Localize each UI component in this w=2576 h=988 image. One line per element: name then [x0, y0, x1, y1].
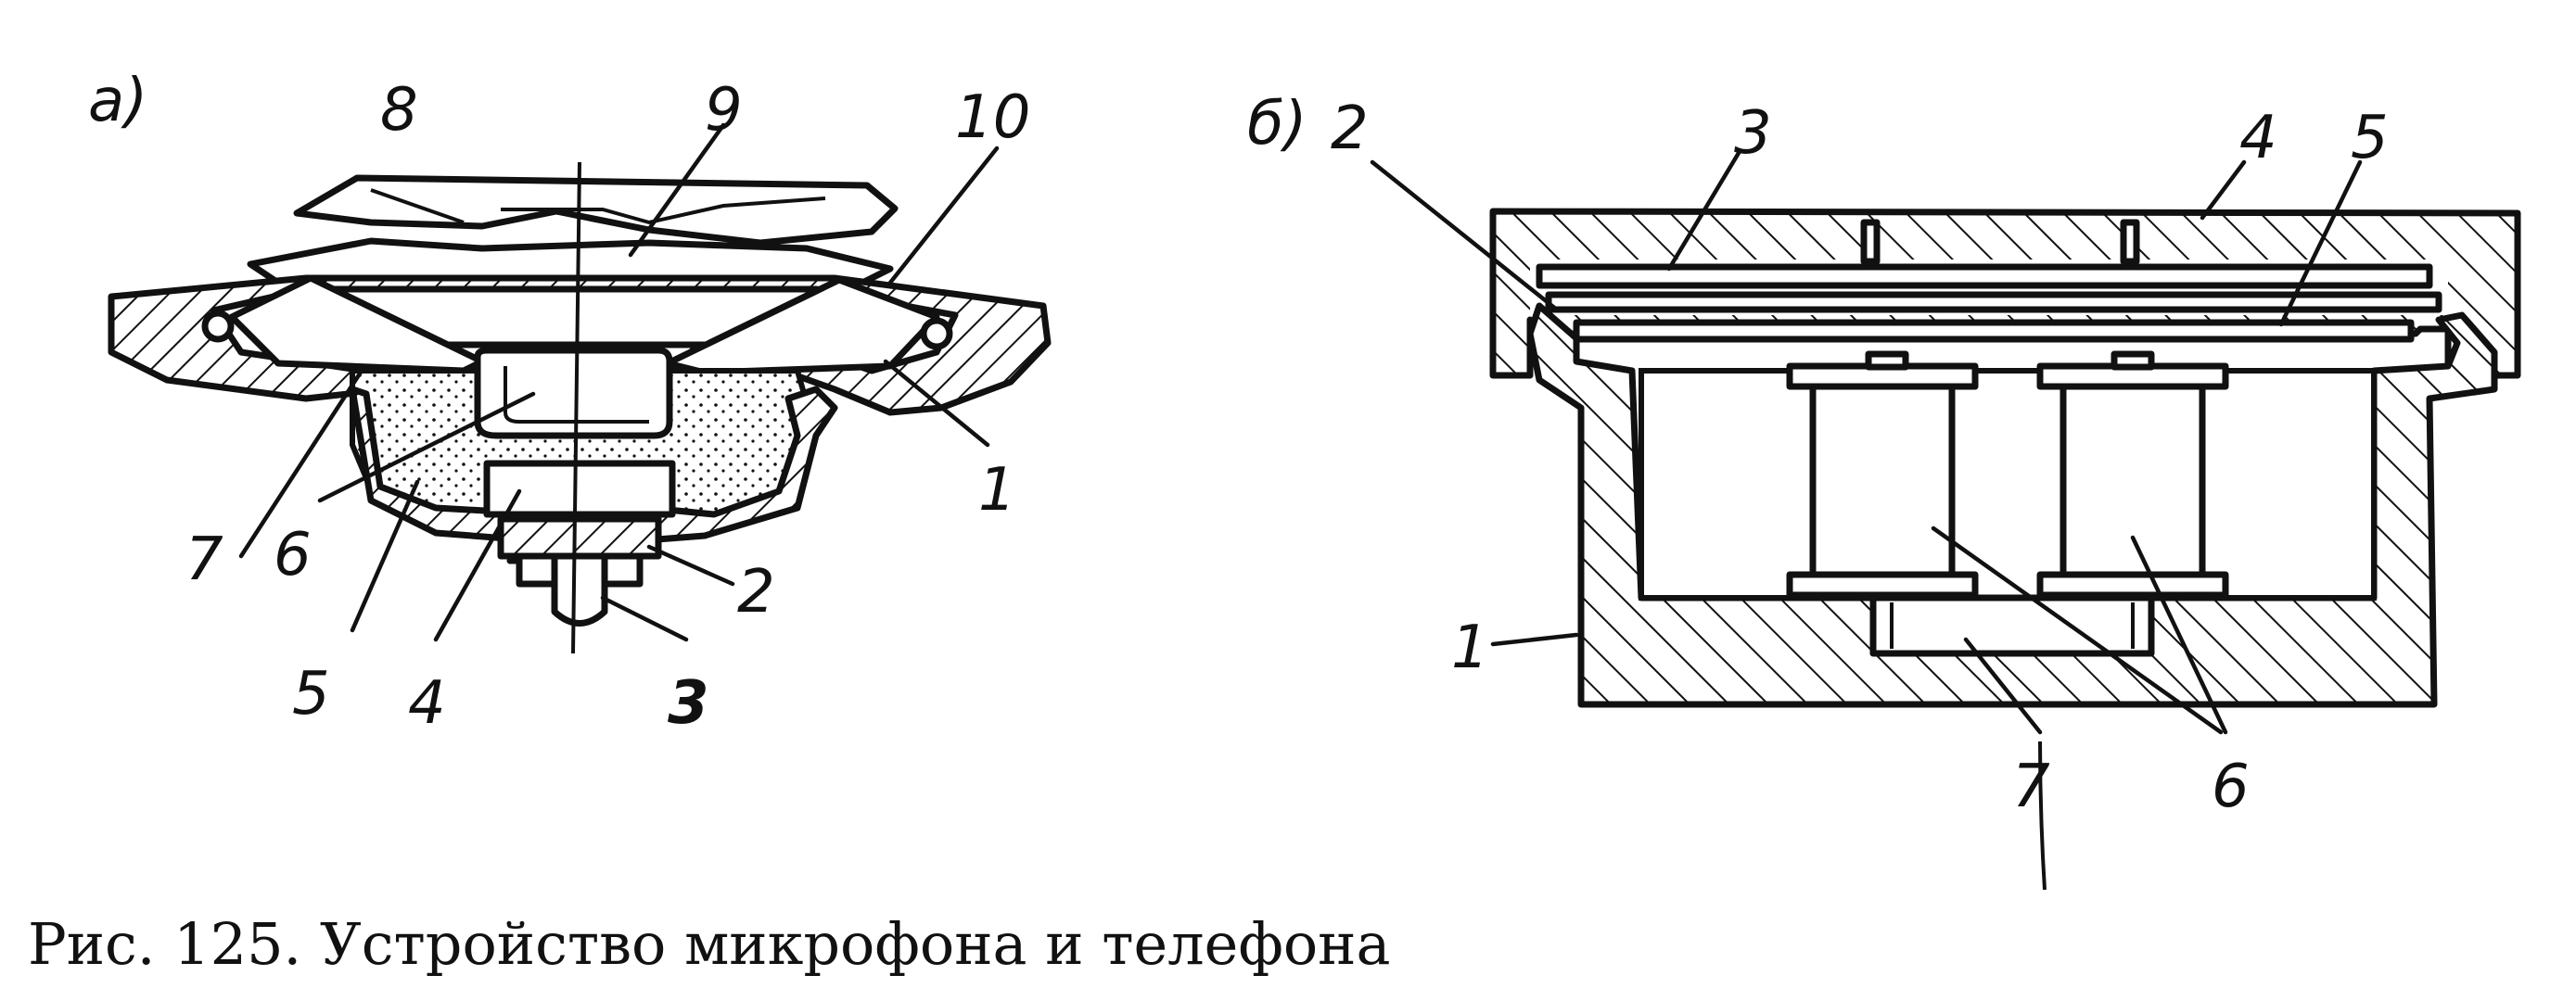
leader-a-10 — [887, 146, 1000, 285]
label-b-6: 6 — [2212, 753, 2250, 821]
microphone-piston-inner — [504, 366, 649, 424]
leader-a-2 — [646, 544, 735, 587]
leader-b-6b — [2130, 535, 2228, 735]
panel-b-telephone: б) 2 3 4 5 1 6 7 — [1247, 90, 2521, 891]
telephone-coil-right — [2036, 350, 2229, 599]
microphone-terminal-screw — [551, 552, 608, 627]
leader-a-5 — [350, 479, 420, 633]
label-b-5: 5 — [2351, 104, 2389, 172]
leader-a-1 — [883, 359, 990, 448]
label-b-4: 4 — [2239, 104, 2277, 172]
scan-trace-line — [2038, 741, 2047, 891]
telephone-magnet — [1869, 594, 2155, 657]
panel-b-tag: б) — [1247, 90, 1307, 158]
telephone-housing — [1526, 302, 2498, 708]
figure-caption: Рис. 125. Устройство микрофона и телефон… — [28, 910, 1390, 978]
label-a-9: 9 — [705, 76, 743, 145]
label-a-7: 7 — [185, 526, 223, 594]
leader-a-4 — [433, 488, 522, 642]
label-a-2: 2 — [737, 558, 775, 627]
leader-b-6a — [1931, 526, 2224, 735]
microphone-cover-detail — [370, 188, 826, 225]
microphone-diaphragm-left — [228, 274, 486, 374]
label-a-10: 10 — [955, 83, 1030, 152]
label-a-6: 6 — [274, 521, 312, 589]
telephone-magnet-plate — [1573, 319, 2415, 343]
label-a-8: 8 — [380, 76, 418, 145]
microphone-terminal-nut — [497, 515, 662, 560]
panel-a-microphone: а) 8 9 10 1 2 3 4 5 6 7 — [88, 67, 1052, 738]
leader-a-7 — [238, 368, 364, 559]
label-b-1: 1 — [1451, 614, 1489, 682]
leader-b-3 — [1666, 150, 1741, 272]
leader-b-2 — [1370, 159, 1561, 313]
leader-a-6 — [317, 391, 536, 503]
leader-a-3 — [600, 595, 689, 642]
leader-b-7 — [1963, 637, 2043, 735]
leader-b-4 — [2200, 159, 2247, 221]
microphone-center-axis — [571, 161, 581, 654]
microphone-ring-left — [201, 310, 235, 343]
leader-b-1 — [1490, 632, 1579, 647]
panel-a-tag: а) — [88, 67, 147, 135]
telephone-diaphragm — [1536, 263, 2433, 289]
label-a-3: 3 — [668, 669, 709, 738]
label-a-4: 4 — [408, 669, 446, 738]
microphone-ring-right — [920, 317, 953, 350]
telephone-cavity — [1639, 368, 2377, 601]
telephone-washer-ring — [1545, 291, 2442, 313]
label-a-5: 5 — [292, 660, 330, 728]
leader-b-5 — [2278, 159, 2363, 327]
leader-a-9 — [628, 122, 726, 258]
microphone-lower-electrode — [483, 460, 676, 518]
microphone-cover-top — [293, 174, 899, 247]
label-a-1: 1 — [978, 456, 1016, 525]
label-b-7: 7 — [2012, 753, 2050, 821]
telephone-lid-hole-left — [1860, 219, 1881, 265]
microphone-piston — [474, 347, 673, 439]
label-b-3: 3 — [1734, 99, 1772, 168]
telephone-lid-hole-right — [2120, 219, 2140, 265]
label-b-2: 2 — [1331, 95, 1369, 163]
